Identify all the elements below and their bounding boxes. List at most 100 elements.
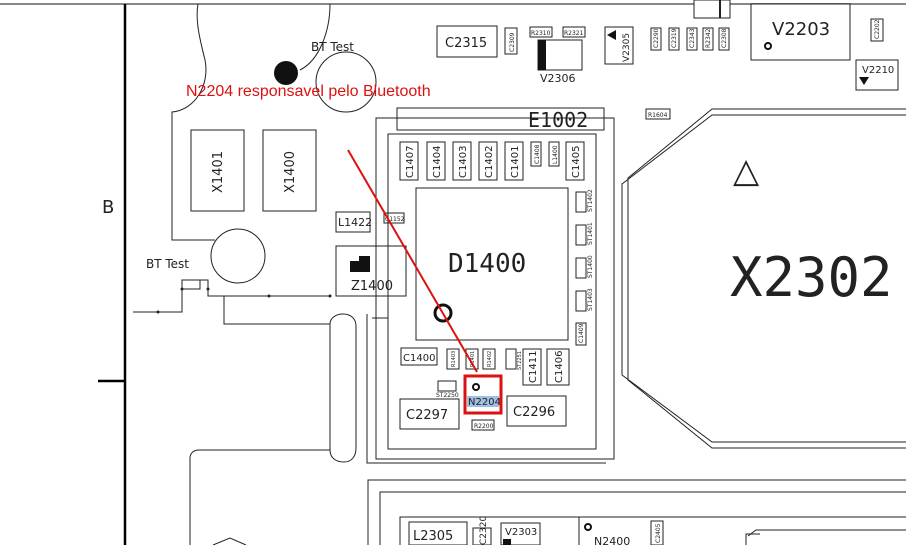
c2296-component	[506, 395, 567, 427]
n2204-highlight-box	[463, 374, 503, 415]
trace-node	[206, 287, 210, 291]
v2203-pin1	[764, 42, 772, 50]
r2321-label: R2321	[564, 30, 584, 37]
c2296-label: C2296	[513, 405, 555, 420]
c2290-component	[650, 27, 662, 51]
trace-1	[133, 279, 330, 313]
c1152-label: C1152	[385, 216, 405, 223]
v2210-component	[855, 59, 899, 91]
d1400-pin1-ring	[433, 303, 453, 323]
c2309-component	[504, 27, 518, 55]
r1401-component	[465, 348, 479, 370]
c1406-component	[546, 348, 570, 386]
r1604-component	[645, 108, 671, 120]
c2202-component	[870, 18, 884, 42]
x1401-component	[190, 129, 245, 212]
trace-node	[156, 310, 160, 314]
bottom-left-corner	[212, 537, 247, 545]
n2204-pin1	[472, 383, 480, 391]
trace-node	[267, 294, 271, 298]
v2210-label: V2210	[862, 65, 894, 76]
bottom-right-outline	[745, 529, 906, 545]
bt-test-label-1: BT Test	[311, 40, 354, 54]
st1402-label: ST1402	[587, 189, 594, 212]
x2302-connector-inner	[621, 114, 906, 443]
c2405-component	[650, 520, 664, 545]
n2204-label: N2204	[468, 397, 501, 408]
c2297-label: C2297	[406, 408, 448, 423]
l1400-label: L1400	[552, 145, 559, 164]
n2204-label-highlight	[467, 396, 499, 407]
x2302-label: X2302	[730, 246, 893, 309]
c2343-component	[686, 27, 698, 51]
left-connector-outline	[329, 313, 357, 463]
r2342-component	[702, 27, 714, 51]
st1401-label: ST1401	[587, 222, 594, 245]
shield-outline	[171, 3, 331, 241]
v2203-component	[750, 3, 851, 61]
z1400-pin1-mark	[350, 256, 370, 272]
v2306-label: V2306	[540, 72, 576, 85]
r1403-component	[446, 348, 460, 370]
bottom-frame-inner	[399, 516, 906, 545]
c2320-component	[472, 527, 492, 545]
e1002-shield-inner	[396, 107, 605, 131]
v2305-arrow	[607, 30, 616, 40]
v2303-label: V2303	[505, 527, 537, 538]
c2343-label: C2343	[689, 28, 696, 48]
c1402-label: C1402	[484, 146, 495, 178]
bottom-left-outline	[189, 449, 330, 545]
v2303-pin	[503, 539, 511, 545]
c1407-label: C1407	[405, 146, 416, 178]
trace-node	[180, 287, 184, 291]
c2309-label: C2309	[509, 32, 516, 52]
bottom-frame-outer	[367, 479, 906, 545]
r2200-label: R2200	[474, 423, 494, 430]
z1400-label: Z1400	[351, 279, 393, 294]
e1002-shield-frame	[387, 133, 597, 450]
shield-left-rail	[366, 314, 606, 464]
c1411-label: C1411	[528, 351, 539, 383]
c2319-component	[668, 27, 680, 51]
c2308-component	[718, 27, 730, 51]
c2202-label: C2202	[874, 19, 881, 39]
c1400-component	[400, 347, 438, 366]
c1405-label: C1405	[571, 146, 582, 178]
x1401-label: X1401	[211, 151, 226, 193]
r2200-component	[471, 419, 495, 431]
bt-test-label-2: BT Test	[146, 257, 189, 271]
annotation-pointer	[347, 149, 478, 373]
r2321-component	[562, 26, 586, 38]
st2250-component	[437, 380, 457, 392]
c2308-label: C2308	[721, 28, 728, 48]
trace-2	[182, 280, 201, 290]
l1422-component	[335, 211, 371, 233]
r2342-label: R2342	[705, 28, 712, 48]
n2400-label: N2400	[594, 535, 630, 545]
trace-3	[208, 295, 330, 325]
c2319-label: C2319	[671, 28, 678, 48]
st2251-component	[505, 348, 517, 370]
st1400-label: ST1400	[587, 255, 594, 278]
d1400-label: D1400	[448, 249, 526, 279]
c1401-label: C1401	[510, 146, 521, 178]
n2400-pin1	[584, 523, 592, 531]
c1403-label: C1403	[458, 146, 469, 178]
st1403-label: ST1403	[587, 288, 594, 311]
c2315-component	[436, 25, 498, 58]
r1401-label: R1401	[470, 351, 476, 367]
x2302-connector	[627, 108, 906, 449]
l1422-label: L1422	[338, 216, 372, 229]
bt-test-ring-1	[315, 51, 377, 113]
l2305-component	[408, 521, 468, 545]
v2210-arrow	[859, 77, 869, 85]
c2290-label: C2290	[653, 28, 660, 48]
c1404-label: C1404	[432, 146, 443, 178]
cap-row-top	[399, 141, 585, 181]
l2305-label: L2305	[413, 529, 453, 544]
z1400-component	[335, 245, 407, 297]
c1408-label: C1408	[534, 144, 541, 164]
r2310-label: R2310	[531, 30, 551, 37]
r1403-label: R1403	[451, 351, 457, 367]
